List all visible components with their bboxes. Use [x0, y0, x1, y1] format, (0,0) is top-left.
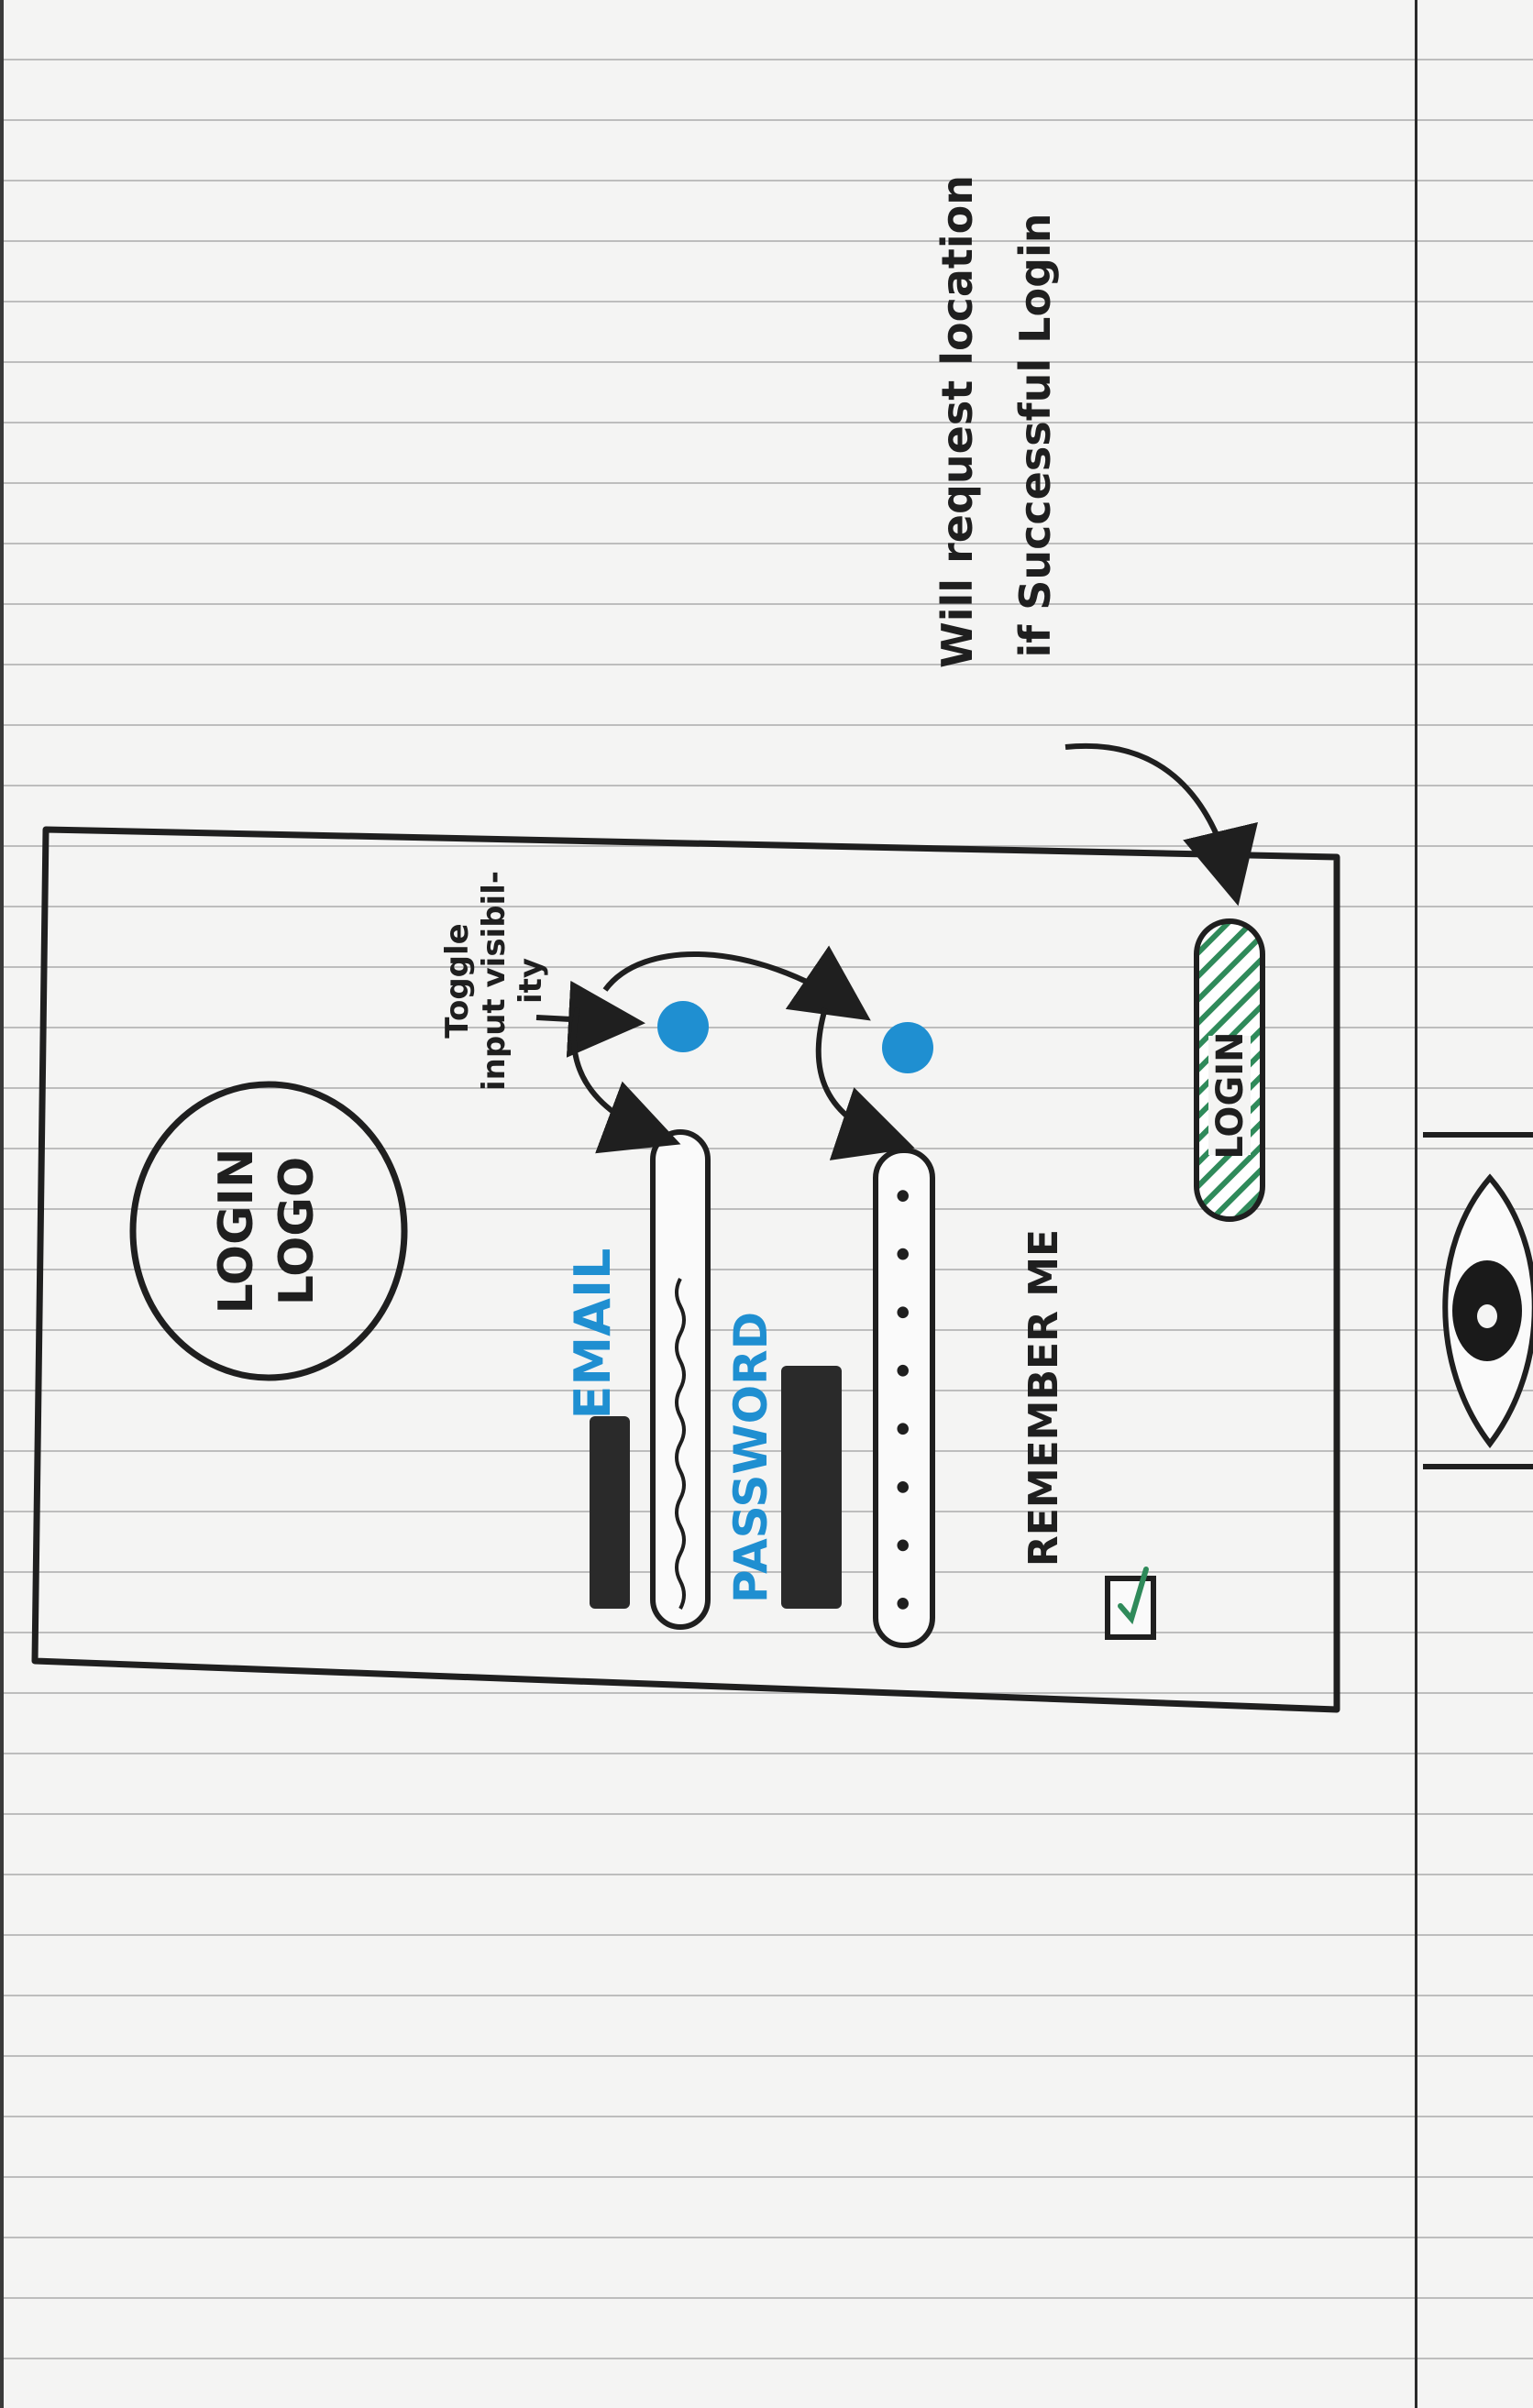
phone-frame: [31, 826, 1340, 1713]
login-button-label-bg: [1208, 1036, 1251, 1155]
email-field-scribble: [675, 1278, 686, 1610]
toggle-arrow-email-field: [570, 1007, 681, 1154]
email-label-bar: [590, 1416, 630, 1609]
location-note-line1: Will request location: [932, 175, 982, 668]
password-label-bar: [781, 1366, 842, 1609]
toggle-arrow-password-field: [815, 1007, 915, 1160]
toggle-note-line3: ity: [513, 958, 549, 1004]
toggle-arrow-email-dot: [535, 980, 645, 1058]
margin-line: [1415, 0, 1417, 2408]
password-field-mask: • • • • • • • •: [886, 1172, 923, 1614]
checkmark-icon: [1118, 1567, 1149, 1625]
remember-me-label: REMEMBER ME: [1020, 1229, 1067, 1567]
location-note-line2: if Successful Login: [1010, 213, 1060, 657]
remember-me-checkbox[interactable]: [1105, 1576, 1156, 1640]
login-button-label: LOGIN: [1209, 1031, 1252, 1159]
email-visibility-toggle[interactable]: [657, 1001, 709, 1052]
paper-edge: [0, 0, 4, 2408]
toggle-note-line1: Toggle: [439, 923, 476, 1038]
password-label: PASSWORD: [724, 1312, 778, 1603]
toggle-arrow-password-dot: [602, 945, 871, 1021]
logo-text-line1: LOGIN: [209, 1148, 264, 1314]
eye-icon: [1442, 1173, 1533, 1448]
logo-circle: [129, 1081, 408, 1381]
email-label: EMAIL: [564, 1248, 622, 1420]
logo-text-line2: LOGO: [270, 1157, 325, 1305]
password-visibility-toggle[interactable]: [882, 1022, 933, 1073]
location-note-arrow: [1064, 742, 1258, 907]
toggle-note-line2: input visibil-: [476, 871, 513, 1091]
